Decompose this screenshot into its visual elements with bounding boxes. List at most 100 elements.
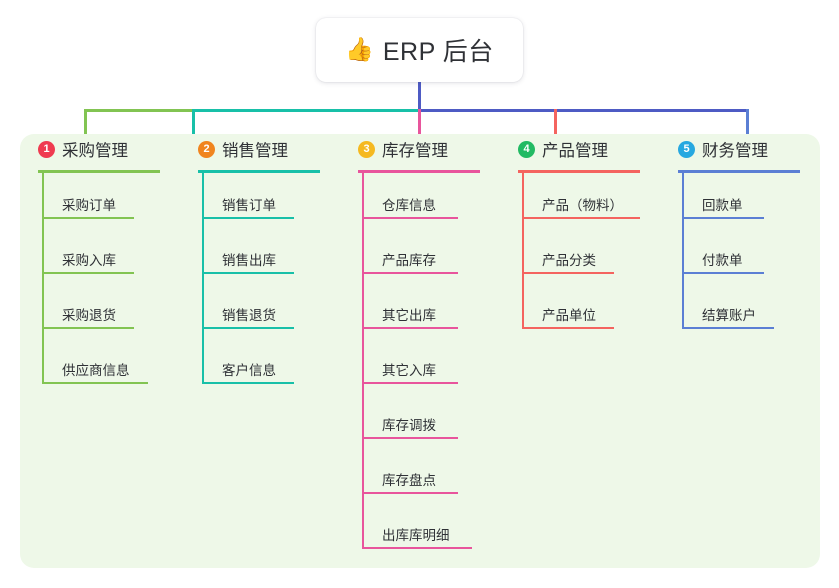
branch-underline	[198, 170, 320, 173]
branch-spine	[682, 170, 684, 329]
branch-item-underline	[682, 272, 764, 274]
branch-item[interactable]: 结算账户	[682, 280, 820, 335]
branch-item-label: 付款单	[702, 253, 743, 268]
drop-connector-1	[84, 109, 87, 146]
branch-item[interactable]: 库存盘点	[362, 445, 500, 500]
root-node-content: 👍 ERP 后台	[345, 32, 494, 68]
branch-item-label: 客户信息	[222, 363, 276, 378]
branch-item-underline	[202, 217, 294, 219]
branch-item[interactable]: 采购订单	[42, 170, 180, 225]
branch-item[interactable]: 产品库存	[362, 225, 500, 280]
branch-item-label: 销售退货	[222, 308, 276, 323]
branch-column-1: 1 采购管理采购订单采购入库采购退货供应商信息	[20, 134, 180, 384]
branch-item[interactable]: 供应商信息	[42, 335, 180, 390]
branch-item-label: 其它出库	[382, 308, 436, 323]
branch-title: 产品管理	[542, 142, 608, 160]
branch-item-underline	[362, 272, 458, 274]
branch-underline	[38, 170, 160, 173]
branch-header-1[interactable]: 1 采购管理	[20, 134, 180, 164]
branch-header-3[interactable]: 3 库存管理	[340, 134, 500, 164]
branch-item-label: 采购订单	[62, 198, 116, 213]
branch-item-label: 回款单	[702, 198, 743, 213]
branch-underline	[358, 170, 480, 173]
branch-number-badge: 5	[678, 140, 695, 158]
branch-item[interactable]: 出库库明细	[362, 500, 500, 555]
branch-item[interactable]: 客户信息	[202, 335, 340, 390]
branch-item[interactable]: 采购退货	[42, 280, 180, 335]
branch-item[interactable]: 产品单位	[522, 280, 660, 335]
branch-item-list: 销售订单销售出库销售退货客户信息	[202, 170, 340, 390]
branch-item-list: 产品（物料） 产品分类产品单位	[522, 170, 660, 335]
branch-column-2: 2 销售管理销售订单销售出库销售退货客户信息	[180, 134, 340, 384]
branch-item-label: 产品分类	[542, 253, 596, 268]
thumbs-up-icon: 👍	[345, 36, 374, 63]
branch-item-list: 采购订单采购入库采购退货供应商信息	[42, 170, 180, 390]
branch-item-underline	[362, 437, 458, 439]
branch-item[interactable]: 仓库信息	[362, 170, 500, 225]
branch-item-underline	[522, 327, 614, 329]
branch-spine	[202, 170, 204, 384]
branch-item-label: 仓库信息	[382, 198, 436, 213]
branch-number-badge: 2	[198, 140, 215, 158]
branch-item-underline	[202, 382, 294, 384]
branch-item[interactable]: 产品（物料）	[522, 170, 660, 225]
branch-item[interactable]: 库存调拨	[362, 390, 500, 445]
branch-spine	[42, 170, 44, 384]
branch-spine	[522, 170, 524, 329]
branch-underline	[678, 170, 800, 173]
branch-title: 销售管理	[222, 142, 288, 160]
branch-item[interactable]: 付款单	[682, 225, 820, 280]
branch-item[interactable]: 其它入库	[362, 335, 500, 390]
root-stem-connector	[418, 82, 421, 110]
branch-item[interactable]: 采购入库	[42, 225, 180, 280]
bus-segment-4	[418, 109, 748, 112]
root-node-title: ERP 后台	[382, 38, 494, 66]
branch-number-badge: 1	[38, 140, 55, 158]
branch-item-label: 采购入库	[62, 253, 116, 268]
branch-item-label: 供应商信息	[62, 363, 130, 378]
branch-item-label: 结算账户	[702, 308, 756, 323]
branch-header-2[interactable]: 2 销售管理	[180, 134, 340, 164]
branch-item-underline	[202, 327, 294, 329]
branch-item-label: 销售订单	[222, 198, 276, 213]
branch-item-label: 产品单位	[542, 308, 596, 323]
branch-number-badge: 3	[358, 140, 375, 158]
root-node[interactable]: 👍 ERP 后台	[316, 18, 523, 82]
branch-item-underline	[682, 327, 774, 329]
branch-item-label: 其它入库	[382, 363, 436, 378]
branch-item-label: 产品（物料）	[542, 198, 623, 213]
branch-item-list: 仓库信息产品库存其它出库其它入库库存调拨库存盘点出库库明细	[362, 170, 500, 555]
branches-panel: 1 采购管理采购订单采购入库采购退货供应商信息 2 销售管理销售订单销售出库销售退货客…	[20, 134, 820, 568]
branch-title: 采购管理	[62, 142, 128, 160]
branch-item-underline	[522, 217, 640, 219]
branch-underline	[518, 170, 640, 173]
branch-item-underline	[362, 547, 472, 549]
drop-connector-5	[746, 109, 749, 146]
branch-item-underline	[362, 382, 458, 384]
branch-item-underline	[42, 217, 134, 219]
drop-connector-4	[554, 109, 557, 146]
branch-item-list: 回款单付款单结算账户	[682, 170, 820, 335]
branch-item-label: 库存调拨	[382, 418, 436, 433]
bus-segment-2	[192, 109, 312, 112]
branch-header-4[interactable]: 4 产品管理	[500, 134, 660, 164]
branch-item-label: 产品库存	[382, 253, 436, 268]
branch-item-underline	[42, 327, 134, 329]
branch-item[interactable]: 其它出库	[362, 280, 500, 335]
branch-item[interactable]: 销售退货	[202, 280, 340, 335]
branch-column-4: 4 产品管理产品（物料） 产品分类产品单位	[500, 134, 660, 329]
branch-item[interactable]: 销售出库	[202, 225, 340, 280]
branch-item-underline	[202, 272, 294, 274]
branch-item[interactable]: 产品分类	[522, 225, 660, 280]
bus-segment-1	[84, 109, 194, 112]
branch-title: 库存管理	[382, 142, 448, 160]
branch-item[interactable]: 销售订单	[202, 170, 340, 225]
branch-item-underline	[362, 492, 458, 494]
branch-item-underline	[362, 217, 458, 219]
branch-number-badge: 4	[518, 140, 535, 158]
branch-item[interactable]: 回款单	[682, 170, 820, 225]
